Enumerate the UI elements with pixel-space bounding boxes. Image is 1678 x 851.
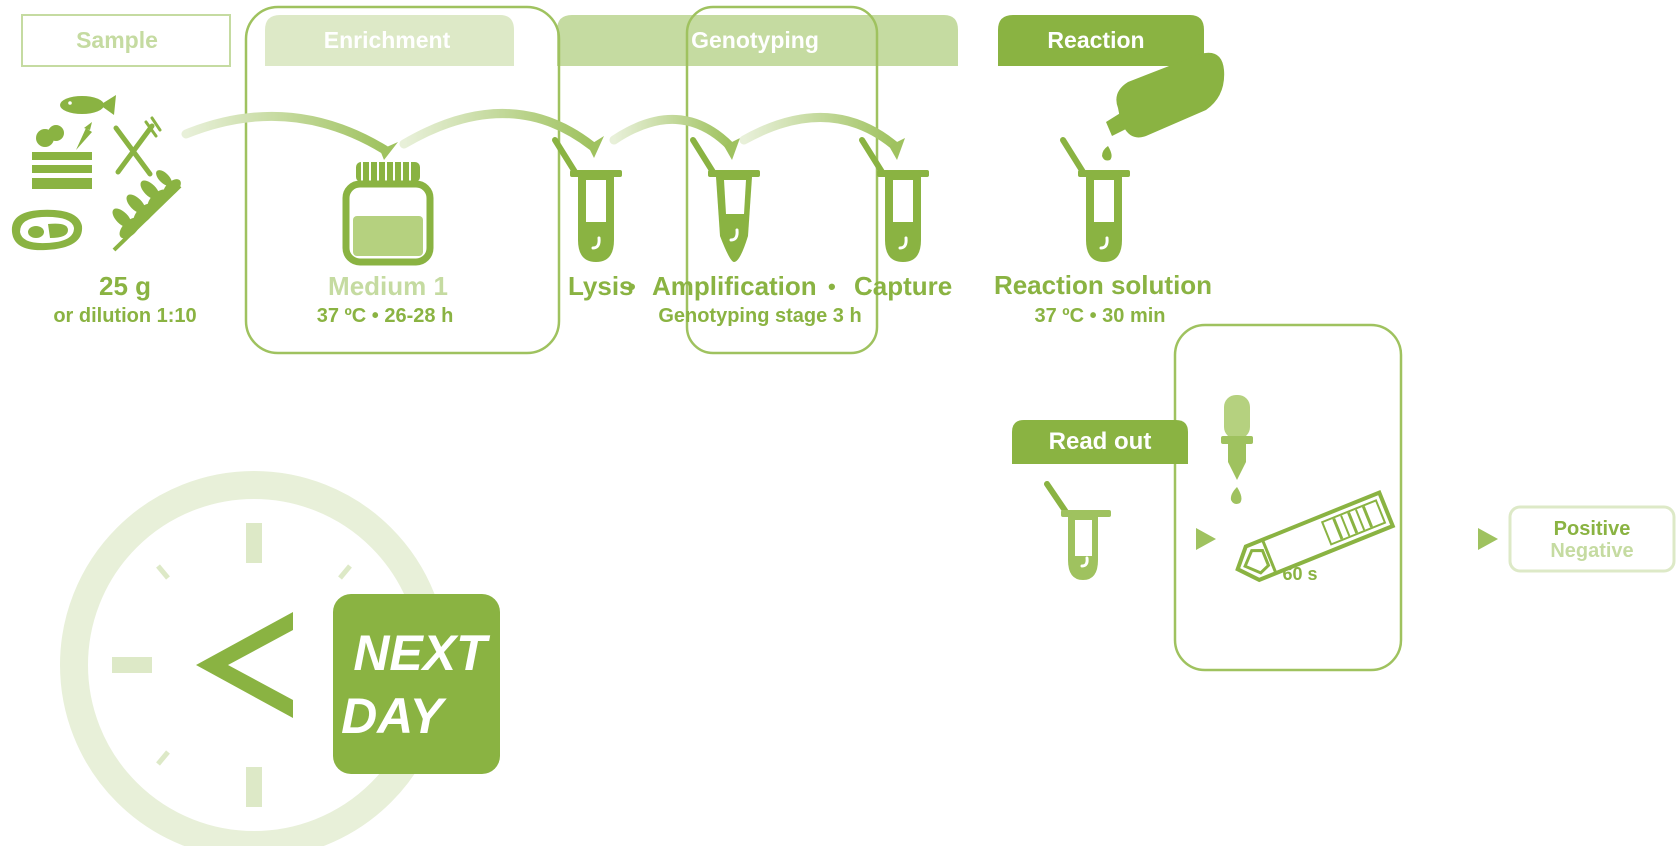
stage-header-readout: Read out <box>1012 420 1188 464</box>
medium-jar-icon <box>342 162 434 266</box>
arrowhead <box>889 138 905 160</box>
fish-icon <box>60 95 116 115</box>
clock-tick <box>246 523 262 563</box>
stage-header-enrichment: Enrichment <box>265 15 514 66</box>
genotyping-capture-label: Capture <box>854 271 952 301</box>
genotyping-separator-2: • <box>828 274 836 299</box>
clock-tick <box>338 564 352 580</box>
arrowhead <box>724 138 740 160</box>
less-than-symbol <box>196 612 293 718</box>
vegetable-crate-icon <box>32 122 92 189</box>
stage-label-enrichment: Enrichment <box>324 27 451 53</box>
dropper-icon <box>1221 395 1253 504</box>
result-positive: Positive <box>1554 518 1631 540</box>
result-negative: Negative <box>1550 540 1633 562</box>
stage-header-sample: Sample <box>21 14 231 67</box>
arrowhead <box>588 136 604 158</box>
highlight-frame-genotyping <box>685 5 879 355</box>
amplification-tube-icon <box>690 137 760 262</box>
stage-label-readout: Read out <box>1049 428 1152 455</box>
highlight-frame-enrichment <box>244 5 561 355</box>
highlight-frame-readout <box>1173 323 1403 672</box>
arrowhead <box>1478 528 1498 550</box>
wheat-icon <box>112 170 182 252</box>
readout-time: 60 s <box>1282 564 1317 584</box>
reagent-bottle-icon <box>1102 52 1225 161</box>
sample-icons <box>11 95 182 252</box>
reaction-solution-label: Reaction solution <box>994 270 1212 300</box>
arrowhead <box>1196 528 1216 550</box>
stage-label-reaction: Reaction <box>1047 27 1144 53</box>
flow-arrow-enrichment-to-lysis <box>399 109 597 151</box>
test-strip-icon <box>1235 489 1396 583</box>
next-day-line2: DAY <box>341 688 448 744</box>
genotyping-separator-1: • <box>628 274 636 299</box>
lysis-tube-icon <box>552 137 622 262</box>
reaction-conditions: 37 ºC • 30 min <box>1034 305 1165 327</box>
enrichment-conditions: 37 ºC • 26-28 h <box>317 305 454 327</box>
clock-tick <box>156 564 170 580</box>
flow-arrow-sample-to-enrichment <box>181 111 390 155</box>
genotyping-amplification-label: Amplification <box>652 271 817 301</box>
genotyping-duration: Genotyping stage 3 h <box>658 305 861 327</box>
flow-arrow-lysis-to-amplification <box>609 115 735 151</box>
sample-dilution: or dilution 1:10 <box>53 305 196 327</box>
clock-tick <box>112 657 152 673</box>
reaction-tube-icon <box>1060 137 1130 262</box>
readout-tube-icon <box>1044 481 1111 580</box>
result-box: Positive Negative <box>1508 505 1676 573</box>
clock-tick <box>156 750 170 766</box>
sample-amount: 25 g <box>99 271 151 301</box>
stage-label-sample: Sample <box>76 27 158 53</box>
next-day-line1: NEXT <box>353 625 491 681</box>
steak-icon <box>11 209 83 251</box>
capture-tube-icon <box>859 137 929 262</box>
stage-header-genotyping: Genotyping <box>557 15 958 66</box>
clock-tick <box>246 767 262 807</box>
next-day-badge: NEXT DAY <box>333 594 500 774</box>
enrichment-medium-label: Medium 1 <box>328 271 448 301</box>
genotyping-lysis-label: Lysis <box>568 271 634 301</box>
arrowhead <box>380 142 398 160</box>
stage-label-genotyping: Genotyping <box>691 27 819 53</box>
cutlery-icon <box>113 116 162 177</box>
flow-arrow-amplification-to-capture <box>739 113 900 151</box>
stage-header-reaction: Reaction <box>998 15 1204 66</box>
